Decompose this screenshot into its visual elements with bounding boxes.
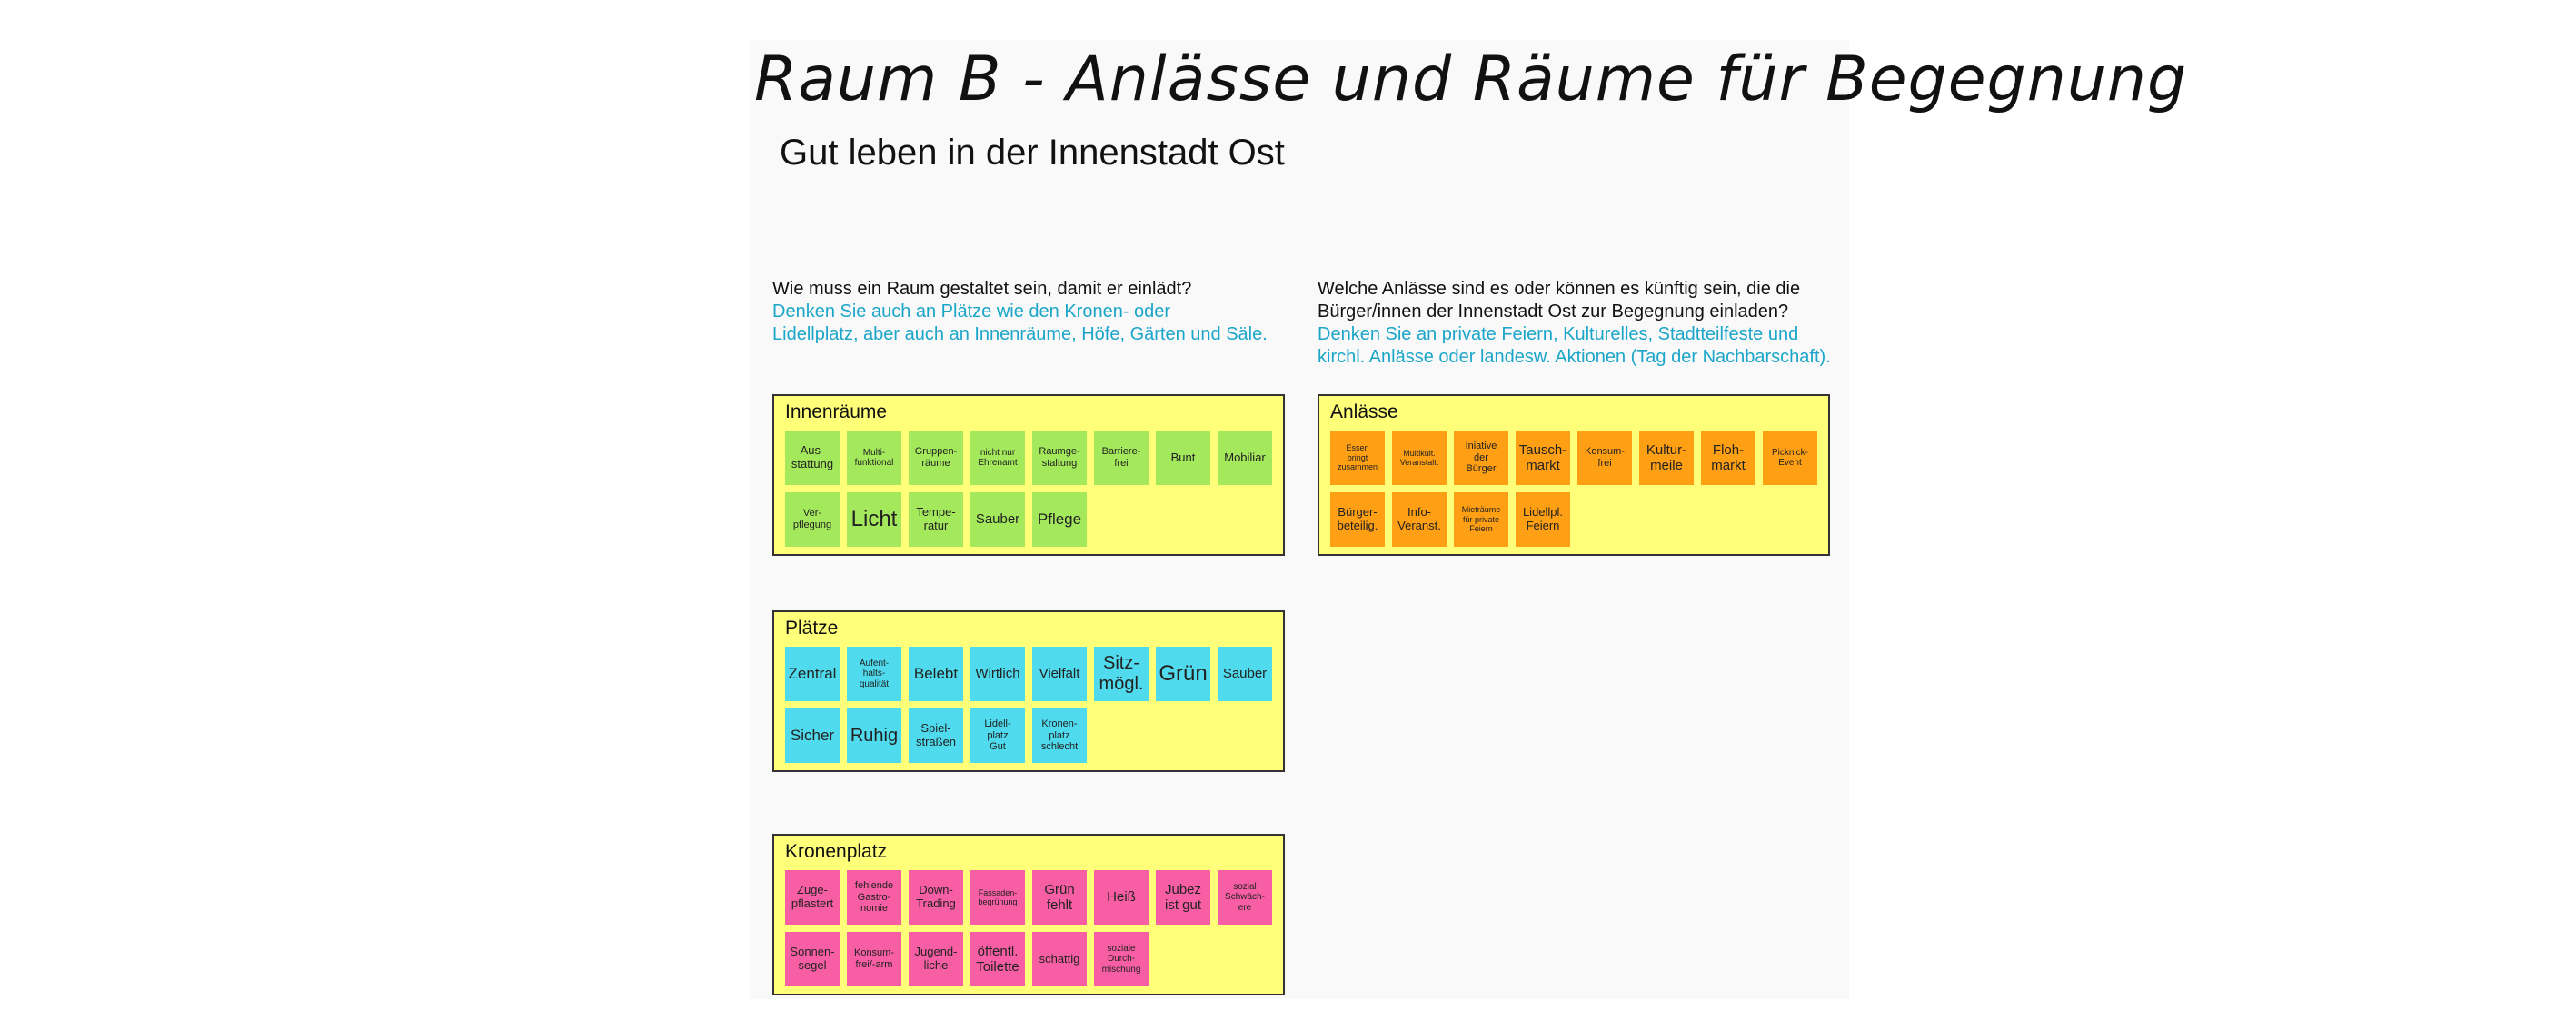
panel-plaetze[interactable]: Plätze Zentral Aufent- halts- qualität B… bbox=[772, 610, 1285, 772]
sticky-note[interactable]: Tempe- ratur bbox=[909, 492, 963, 547]
sticky-note[interactable]: Jubez ist gut bbox=[1156, 870, 1210, 925]
sticky-note[interactable]: Gruppen- räume bbox=[909, 431, 963, 485]
sticky-note[interactable]: Jugend- liche bbox=[909, 932, 963, 986]
sticky-note[interactable]: Konsum- frei/-arm bbox=[847, 932, 901, 986]
right-question-text-1: Welche Anlässe sind es oder können es kü… bbox=[1318, 279, 1801, 299]
sticky-note[interactable]: Down- Trading bbox=[909, 870, 963, 925]
sticky-note[interactable]: Lidellpl. Feiern bbox=[1516, 492, 1570, 547]
sticky-note[interactable]: Ruhig bbox=[847, 708, 901, 763]
sticky-note[interactable]: Kultur- meile bbox=[1639, 431, 1694, 485]
sticky-note[interactable]: Floh- markt bbox=[1701, 431, 1755, 485]
right-question-text-2: Bürger/innen der Innenstadt Ost zur Bege… bbox=[1318, 302, 1789, 322]
sticky-note[interactable]: Raumge- staltung bbox=[1032, 431, 1087, 485]
sticky-note[interactable]: Zuge- pflastert bbox=[785, 870, 840, 925]
sticky-note[interactable]: Wirtlich bbox=[970, 647, 1025, 701]
sticky-note[interactable]: Pflege bbox=[1032, 492, 1087, 547]
sticky-note[interactable]: Zentral bbox=[785, 647, 840, 701]
sticky-note[interactable]: Ver- pflegung bbox=[785, 492, 840, 547]
sticky-note[interactable]: Licht bbox=[847, 492, 901, 547]
sticky-note[interactable]: Sicher bbox=[785, 708, 840, 763]
left-question-hint-1: Denken Sie auch an Plätze wie den Kronen… bbox=[772, 302, 1171, 322]
sticky-note[interactable]: Multikult. Veranstalt. bbox=[1392, 431, 1447, 485]
sticky-note[interactable]: Belebt bbox=[909, 647, 963, 701]
sticky-note[interactable]: Mobiliar bbox=[1218, 431, 1272, 485]
left-question: Wie muss ein Raum gestaltet sein, damit … bbox=[772, 278, 1268, 346]
sticky-note[interactable]: Multi- funktional bbox=[847, 431, 901, 485]
sticky-note[interactable]: Bürger- beteilig. bbox=[1330, 492, 1385, 547]
left-question-text: Wie muss ein Raum gestaltet sein, damit … bbox=[772, 279, 1192, 299]
sticky-note[interactable]: Essen bringt zusammen bbox=[1330, 431, 1385, 485]
sticky-note[interactable]: Sitz- mögl. bbox=[1094, 647, 1149, 701]
sticky-note[interactable]: Heiß bbox=[1094, 870, 1149, 925]
sticky-note[interactable]: nicht nur Ehrenamt bbox=[970, 431, 1025, 485]
panel-title: Anlässe bbox=[1330, 401, 1398, 422]
right-question-hint-1: Denken Sie an private Feiern, Kulturelle… bbox=[1318, 324, 1799, 344]
sticky-note[interactable]: Sonnen- segel bbox=[785, 932, 840, 986]
sticky-note[interactable]: Spiel- straßen bbox=[909, 708, 963, 763]
board-subtitle: Gut leben in der Innenstadt Ost bbox=[780, 133, 1285, 173]
sticky-note[interactable]: öffentl. Toilette bbox=[970, 932, 1025, 986]
left-question-hint-2: Lidellplatz, aber auch an Innenräume, Hö… bbox=[772, 324, 1268, 344]
sticky-note[interactable]: Lidell- platz Gut bbox=[970, 708, 1025, 763]
panel-kronenplatz[interactable]: Kronenplatz Zuge- pflastert fehlende Gas… bbox=[772, 834, 1285, 995]
right-question-hint-2: kirchl. Anlässe oder landesw. Aktionen (… bbox=[1318, 347, 1831, 367]
panel-anlaesse[interactable]: Anlässe Essen bringt zusammen Multikult.… bbox=[1318, 394, 1830, 556]
sticky-note[interactable]: schattig bbox=[1032, 932, 1087, 986]
right-question: Welche Anlässe sind es oder können es kü… bbox=[1318, 278, 1831, 369]
sticky-note[interactable]: fehlende Gastro- nomie bbox=[847, 870, 901, 925]
board-title: Raum B - Anlässe und Räume für Begegnung bbox=[754, 44, 2188, 115]
panel-title: Innenräume bbox=[785, 401, 888, 422]
sticky-note[interactable]: Kronen- platz schlecht bbox=[1032, 708, 1087, 763]
sticky-note[interactable]: Konsum- frei bbox=[1577, 431, 1632, 485]
sticky-note[interactable]: Info- Veranst. bbox=[1392, 492, 1447, 547]
sticky-note[interactable]: Tausch- markt bbox=[1516, 431, 1570, 485]
sticky-note[interactable]: soziale Durch- mischung bbox=[1094, 932, 1149, 986]
sticky-note[interactable]: Sauber bbox=[1218, 647, 1272, 701]
panel-title: Plätze bbox=[785, 618, 839, 639]
sticky-note[interactable]: Grün fehlt bbox=[1032, 870, 1087, 925]
sticky-note[interactable]: Sauber bbox=[970, 492, 1025, 547]
sticky-note[interactable]: Barriere- frei bbox=[1094, 431, 1149, 485]
sticky-note[interactable]: Aufent- halts- qualität bbox=[847, 647, 901, 701]
panel-title: Kronenplatz bbox=[785, 841, 888, 862]
sticky-note[interactable]: Iniative der Bürger bbox=[1454, 431, 1508, 485]
sticky-note[interactable]: Fassaden- begrünung bbox=[970, 870, 1025, 925]
sticky-note[interactable]: Mieträume für private Feiern bbox=[1454, 492, 1508, 547]
panel-innenraeume[interactable]: Innenräume Aus- stattung Multi- funktion… bbox=[772, 394, 1285, 556]
sticky-note[interactable]: Picknick- Event bbox=[1763, 431, 1817, 485]
sticky-note[interactable]: Grün bbox=[1156, 647, 1210, 701]
sticky-note[interactable]: Bunt bbox=[1156, 431, 1210, 485]
sticky-note[interactable]: Vielfalt bbox=[1032, 647, 1087, 701]
sticky-note[interactable]: sozial Schwäch- ere bbox=[1218, 870, 1272, 925]
sticky-note[interactable]: Aus- stattung bbox=[785, 431, 840, 485]
